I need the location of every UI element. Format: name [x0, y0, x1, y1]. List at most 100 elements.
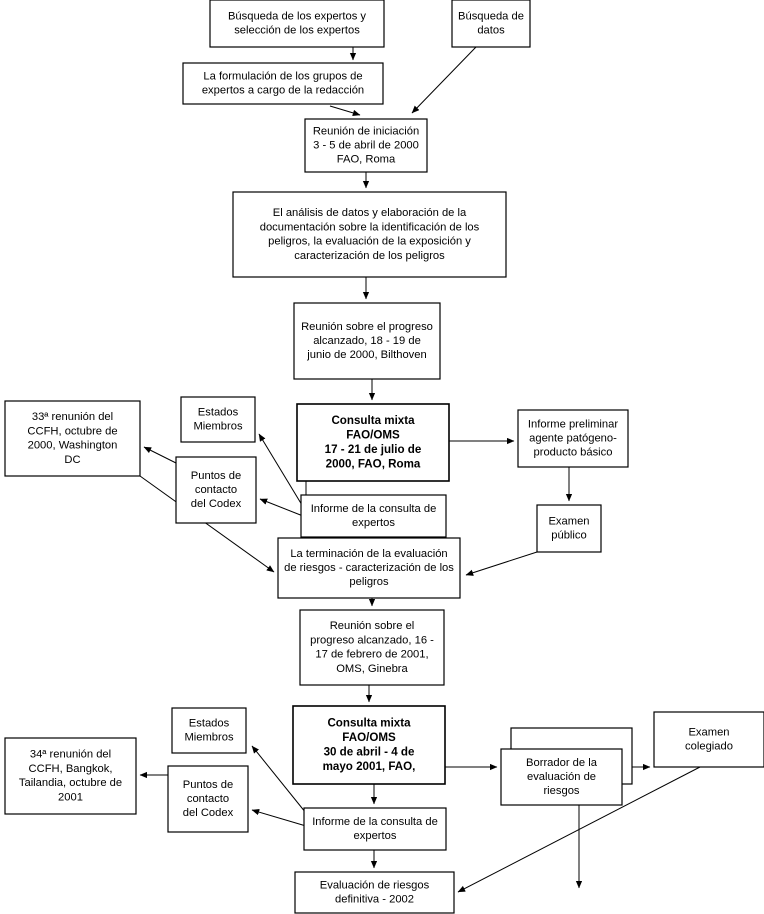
terminacion-evaluacion-box-label-line-1: de riesgos - caracterización de los: [284, 562, 454, 574]
consulta-mixta-2000-box-label-line-3: 2000, FAO, Roma: [326, 457, 421, 470]
puntos-contacto-2000-box-label-line-2: del Codex: [191, 498, 242, 510]
borrador-evaluacion-riesgos-box-frame: [500, 748, 623, 806]
reunion-progreso-2000-box-frame: [293, 302, 441, 380]
informe-preliminar-box-frame: [517, 409, 629, 468]
estados-miembros-2001-box-label-line-0: Estados: [189, 717, 230, 729]
edge-informe-consulta-2001-to-estados: [251, 745, 311, 819]
estados-miembros-2001-box-frame: [171, 707, 247, 754]
edge-informe-consulta-2000-to-estados: [258, 433, 306, 511]
evaluacion-riesgos-definitiva-box-frame: [294, 871, 455, 914]
puntos-contacto-2001-box[interactable]: Puntos de contacto del Codex: [167, 765, 249, 833]
puntos-contacto-2000-box[interactable]: Puntos de contacto del Codex: [175, 456, 257, 524]
estados-miembros-2000-box-label-line-0: Estados: [198, 406, 239, 418]
informe-consulta-expertos-2000-box[interactable]: Informe de la consulta de expertos: [300, 494, 447, 538]
ccfh-34-box-label-line-1: CCFH, Bangkok,: [29, 763, 113, 775]
informe-consulta-expertos-2001-box-label-line-0: Informe de la consulta de: [312, 816, 438, 828]
reunion-progreso-2000-box-label-line-1: alcanzado, 18 - 19 de: [313, 335, 421, 347]
examen-colegiado-box-frame: [653, 711, 764, 768]
edges-layer: [139, 46, 701, 893]
puntos-contacto-2001-box-label-line-2: del Codex: [183, 807, 234, 819]
consulta-mixta-2001-box-label-line-3: mayo 2001, FAO,: [323, 760, 416, 773]
reunion-progreso-2001-box-label-line-1: progreso alcanzado, 16 -: [310, 634, 434, 646]
analisis-datos-box-label-line-0: El análisis de datos y elaboración de la: [273, 207, 467, 219]
evaluacion-riesgos-definitiva-box[interactable]: Evaluación de riesgos definitiva - 2002: [294, 871, 455, 914]
ccfh-33-box-frame: [4, 400, 141, 477]
terminacion-evaluacion-box[interactable]: La terminación de la evaluación de riesgo…: [277, 537, 461, 599]
consulta-mixta-2001-box-label-line-1: FAO/OMS: [342, 731, 396, 744]
informe-consulta-expertos-2001-box[interactable]: Informe de la consulta de expertos: [303, 807, 447, 851]
informe-consulta-expertos-2000-box-label-line-0: Informe de la consulta de: [311, 503, 437, 515]
reunion-iniciacion-box-label-line-0: Reunión de iniciación: [313, 125, 419, 137]
terminacion-evaluacion-box-label-line-2: peligros: [349, 576, 389, 588]
reunion-iniciacion-box-label-line-2: FAO, Roma: [337, 154, 396, 166]
formulacion-grupos-box-frame: [182, 62, 384, 105]
edge-informe-consulta-2001-to-puntos: [251, 808, 307, 827]
ccfh-33-box-label-line-0: 33ª renunión del: [32, 411, 113, 423]
busqueda-datos-box-label-line-1: datos: [477, 25, 505, 37]
puntos-contacto-2001-box-label-line-0: Puntos de: [183, 779, 233, 791]
analisis-datos-box[interactable]: El análisis de datos y elaboración de la…: [232, 191, 507, 278]
analisis-datos-box-label-line-1: documentación sobre la identificación de…: [260, 221, 480, 233]
informe-consulta-expertos-2001-box-label-line-1: expertos: [354, 830, 397, 842]
evaluacion-riesgos-definitiva-box-label-line-1: definitiva - 2002: [335, 894, 414, 906]
edge-examen-publico-to-terminacion: [465, 551, 538, 576]
consulta-mixta-2000-box-label-line-2: 17 - 21 de julio de: [325, 443, 422, 456]
busqueda-expertos-box-frame: [209, 0, 385, 48]
examen-publico-box[interactable]: Examen público: [536, 504, 602, 553]
puntos-contacto-2001-box-frame: [167, 765, 249, 833]
reunion-progreso-2000-box-label-line-0: Reunión sobre el progreso: [301, 321, 433, 333]
ccfh-34-box-label-line-2: Tailandia, octubre de: [19, 777, 122, 789]
ccfh-33-box-label-line-2: 2000, Washington: [28, 440, 118, 452]
consulta-mixta-2000-box-label-line-0: Consulta mixta: [331, 414, 415, 427]
ccfh-33-box-label-line-1: CCFH, octubre de: [27, 425, 117, 437]
puntos-contacto-2000-box-label-line-0: Puntos de: [191, 470, 241, 482]
consulta-mixta-2001-box-frame: [292, 705, 446, 785]
informe-consulta-expertos-2000-box-label-line-1: expertos: [352, 517, 395, 529]
puntos-contacto-2000-box-label-line-1: contacto: [195, 484, 237, 496]
analisis-datos-box-frame: [232, 191, 507, 278]
analisis-datos-box-label-line-2: peligros, la evaluación de la exposición…: [268, 236, 471, 248]
edge-busqueda-datos-to-reunion-iniciacion: [411, 46, 477, 114]
reunion-progreso-2001-box-label-line-2: 17 de febrero de 2001,: [315, 649, 428, 661]
reunion-progreso-2001-box-label-line-0: Reunión sobre el: [330, 620, 415, 632]
ccfh-34-box-frame: [4, 737, 137, 815]
informe-consulta-expertos-2001-box-frame: [303, 807, 447, 851]
consulta-mixta-2000-box-label-line-1: FAO/OMS: [346, 428, 400, 441]
evaluacion-riesgos-definitiva-box-label-line-0: Evaluación de riesgos: [320, 879, 430, 891]
reunion-progreso-2000-box[interactable]: Reunión sobre el progreso alcanzado, 18 -…: [293, 302, 441, 380]
formulacion-grupos-box[interactable]: La formulación de los grupos deexpertos …: [182, 62, 384, 105]
reunion-iniciacion-box[interactable]: Reunión de iniciación 3 - 5 de abril de 2…: [304, 118, 428, 173]
estados-miembros-2000-box-label-line-1: Miembros: [193, 421, 243, 433]
estados-miembros-2001-box-label-line-1: Miembros: [184, 732, 234, 744]
ccfh-33-box-label-line-3: DC: [64, 454, 80, 466]
reunion-progreso-2000-box-label-line-2: junio de 2000, Bilthoven: [306, 349, 426, 361]
terminacion-evaluacion-box-label-line-0: La terminación de la evaluación: [290, 548, 447, 560]
reunion-iniciacion-box-label-line-1: 3 - 5 de abril de 2000: [313, 139, 419, 151]
examen-publico-box-label-line-1: público: [551, 530, 586, 542]
borrador-evaluacion-riesgos-box-label-line-0: Borrador de la: [526, 757, 598, 769]
edge-informe-consulta-2000-to-puntos: [259, 498, 304, 517]
terminacion-evaluacion-box-frame: [277, 537, 461, 599]
consulta-mixta-2001-box-label-line-0: Consulta mixta: [327, 716, 411, 729]
reunion-progreso-2001-box[interactable]: Reunión sobre el progreso alcanzado, 16 -…: [299, 609, 445, 686]
informe-preliminar-box-label-line-2: producto básico: [534, 447, 613, 459]
puntos-contacto-2001-box-label-line-1: contacto: [187, 793, 229, 805]
examen-colegiado-box-label-line-0: Examen: [688, 726, 729, 738]
reunion-iniciacion-box-frame: [304, 118, 428, 173]
puntos-contacto-2000-box-frame: [175, 456, 257, 524]
examen-publico-box-label-line-0: Examen: [548, 515, 589, 527]
